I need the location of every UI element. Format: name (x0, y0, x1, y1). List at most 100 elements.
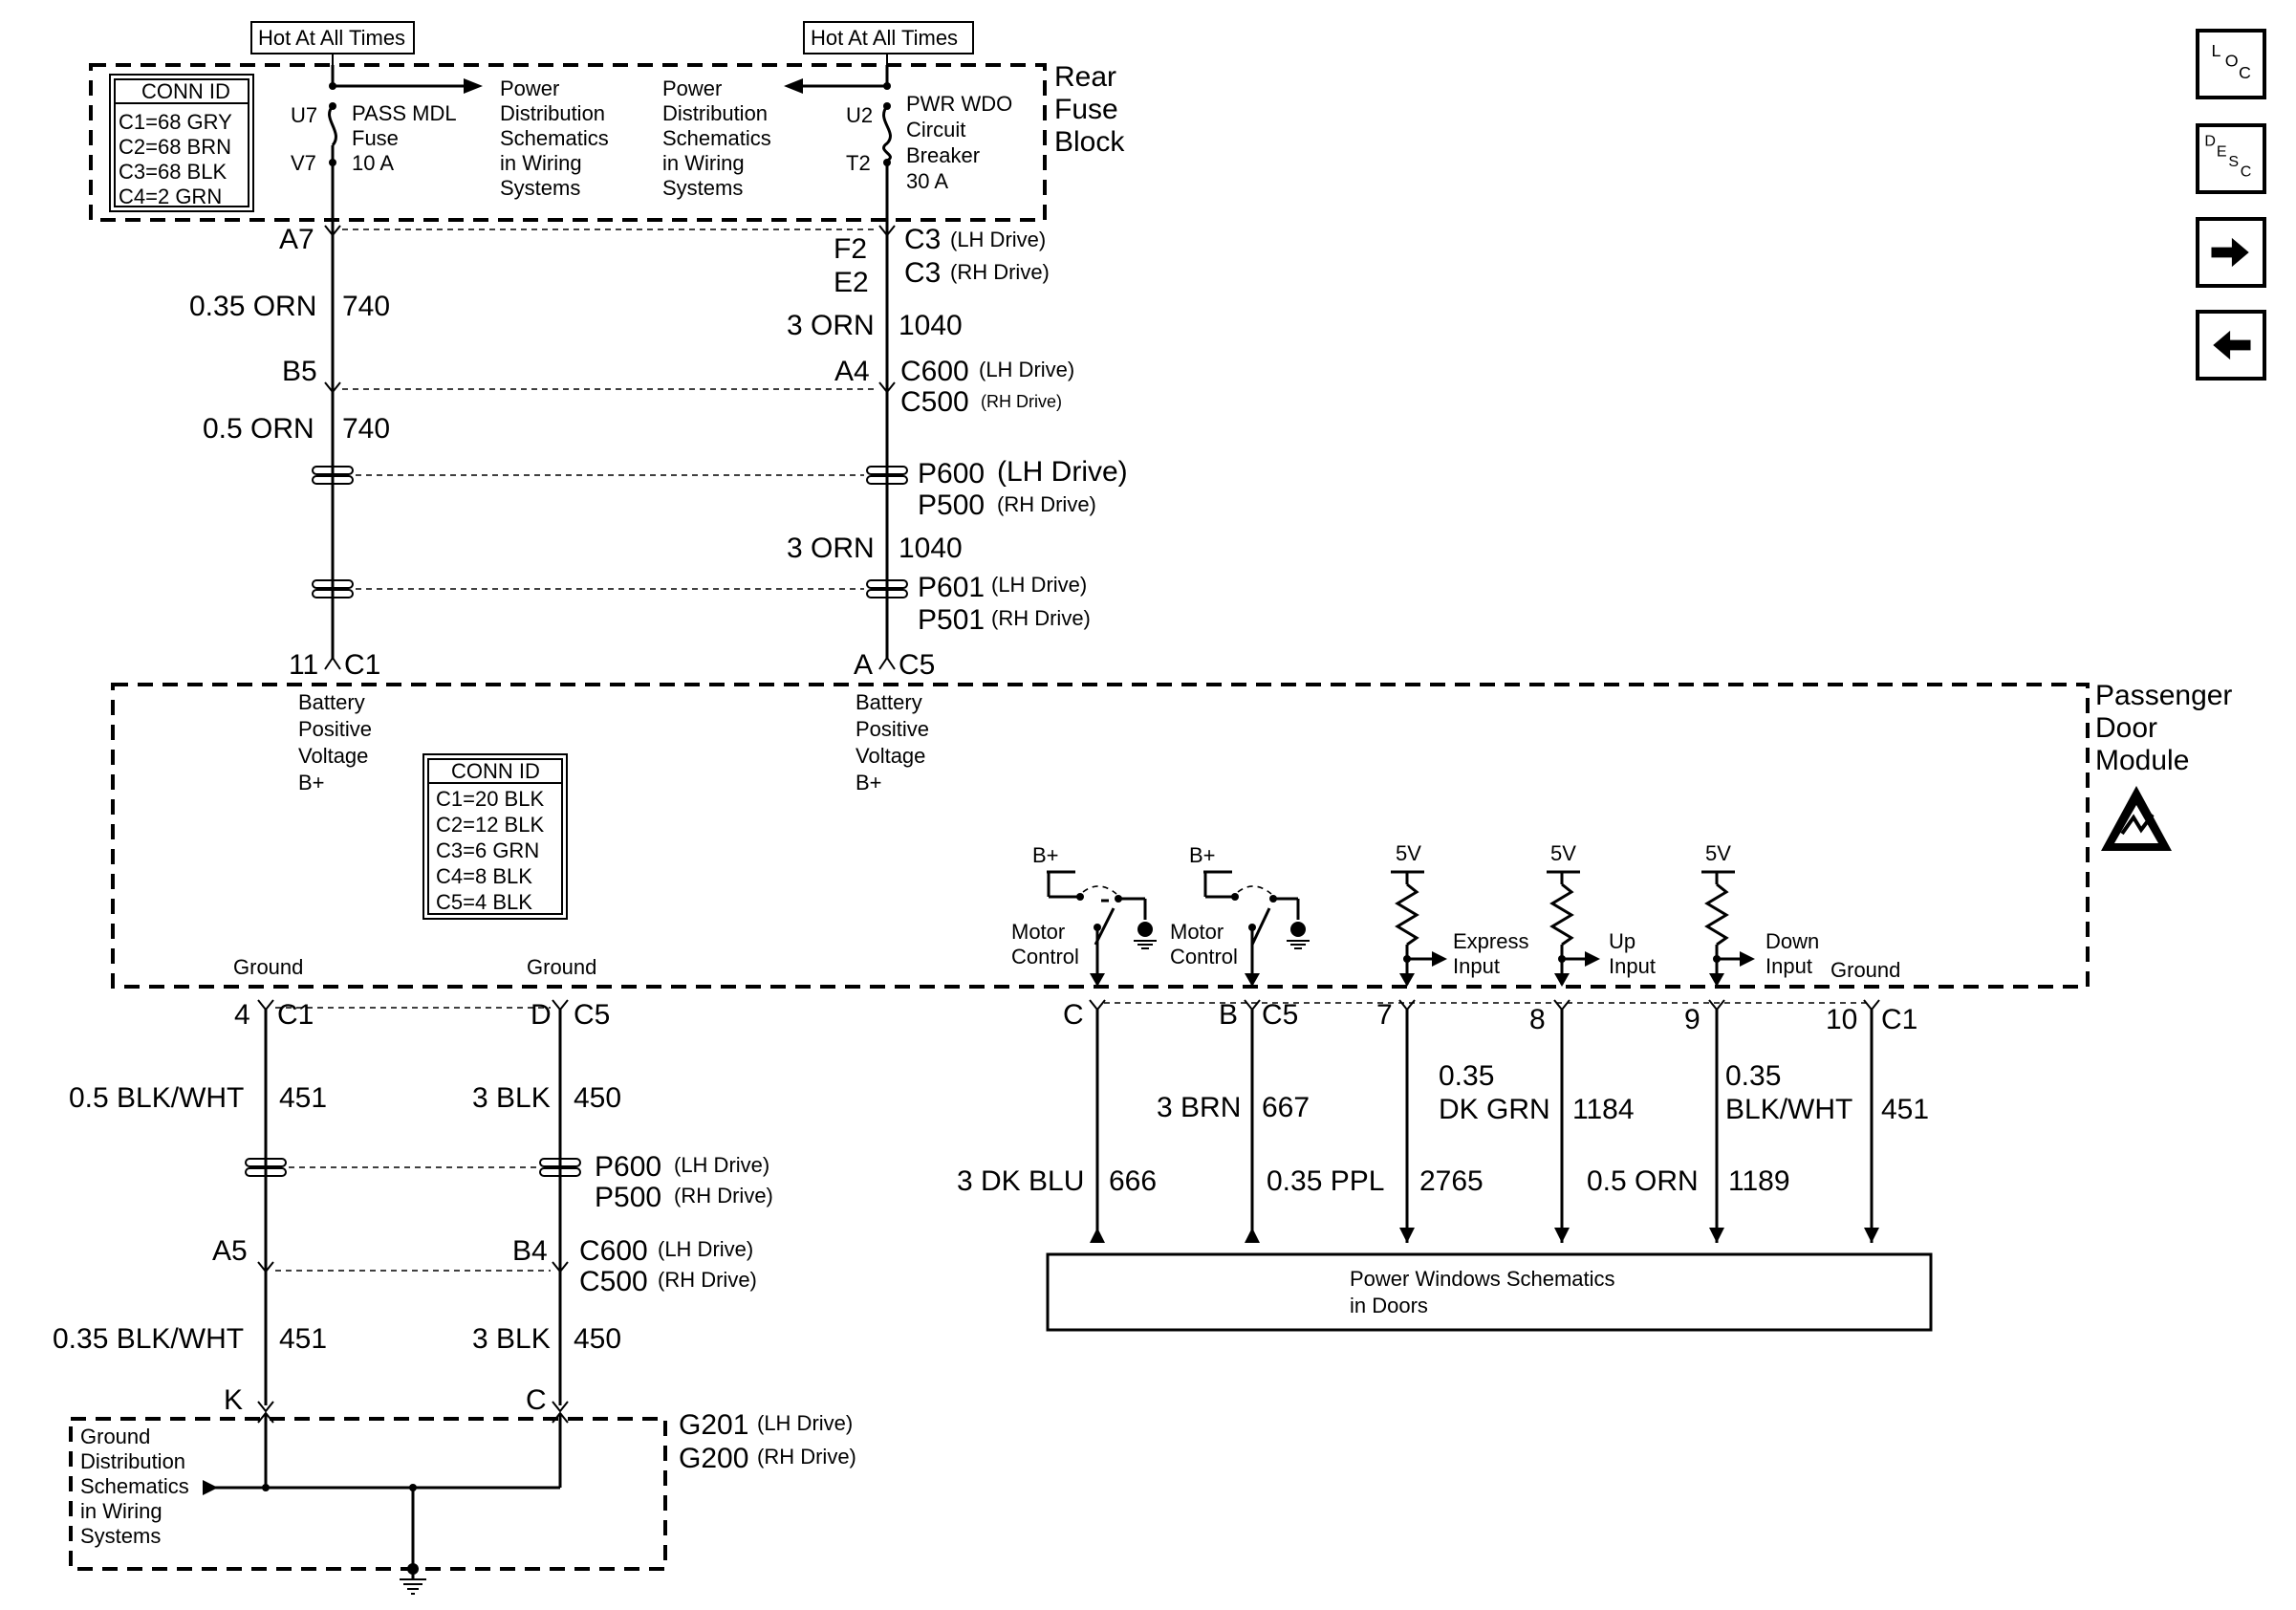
pass-through-p501-note: (RH Drive) (991, 606, 1091, 630)
pass-through-p601-note: (LH Drive) (991, 573, 1087, 597)
svg-text:CONN ID: CONN ID (451, 759, 540, 783)
cb-pin-t2: T2 (846, 151, 871, 175)
loc-icon: L O C (2211, 41, 2251, 82)
conn-id-table-module: CONN ID C1=20 BLK C2=12 BLK C3=6 GRN C4=… (422, 753, 568, 920)
location-button[interactable]: L O C (2196, 29, 2266, 99)
pass-through-p601-label: P601 (918, 572, 985, 603)
ground-distribution-label: Ground Distribution Schematics in Wiring… (80, 1425, 195, 1548)
wire-451c-circuit: 451 (1881, 1094, 1929, 1125)
connector-c500-lower: C500 (579, 1266, 648, 1297)
svg-text:C3=6 GRN: C3=6 GRN (436, 838, 539, 862)
svg-text:C3=68 BLK: C3=68 BLK (119, 160, 227, 184)
pin-c: C (1063, 999, 1084, 1031)
wire-1184-gauge: 0.35 DK GRN (1439, 1060, 1550, 1125)
connector-c600: C600 (900, 356, 969, 387)
pass-through-p500b-note: (RH Drive) (674, 1184, 773, 1208)
wire-2765-circuit: 2765 (1419, 1165, 1484, 1197)
connector-c1-bottom: C1 (1881, 1004, 1917, 1035)
connector-c3-lh: C3 (904, 224, 941, 255)
five-volt-1: 5V (1396, 841, 1421, 865)
ground-g200-label: G200 (679, 1443, 748, 1474)
next-button[interactable] (2196, 217, 2266, 288)
connector-c3-rh: C3 (904, 257, 941, 289)
pin-a5: A5 (212, 1235, 248, 1267)
pin-f2: F2 (834, 233, 867, 265)
express-input-label: Express Input (1453, 929, 1535, 978)
svg-text:S: S (2228, 153, 2239, 170)
pass-through-p601 (312, 579, 908, 598)
pin-a7: A7 (279, 224, 314, 255)
up-input-label: Up Input (1609, 929, 1656, 978)
wire-450b-circuit: 450 (574, 1323, 621, 1355)
ground-symbol-icon (400, 1578, 426, 1595)
connector-c500-note: (RH Drive) (981, 392, 1062, 411)
pin-e2: E2 (834, 267, 869, 298)
svg-text:L: L (2211, 41, 2220, 60)
ground-label-3: Ground (1830, 958, 1900, 982)
down-input-label: Down Input (1765, 929, 1825, 978)
ground-label-2: Ground (527, 955, 596, 979)
wire-740-gauge: 0.35 ORN (189, 291, 316, 322)
power-distribution-ref-left: Power Distribution Schematics in Wiring … (500, 76, 615, 200)
pin-b5: B5 (282, 356, 317, 387)
svg-text:C4=2 GRN: C4=2 GRN (119, 185, 222, 208)
b-plus-1: B+ (1032, 843, 1059, 867)
hot-at-all-times-left: Hot At All Times (258, 26, 405, 50)
arrow-right-icon (2211, 237, 2249, 268)
ground-g201-label: G201 (679, 1409, 748, 1441)
svg-text:CONN ID: CONN ID (141, 79, 230, 103)
description-button[interactable]: D E S C (2196, 123, 2266, 194)
pin-7: 7 (1376, 999, 1393, 1031)
svg-text:C2=12 BLK: C2=12 BLK (436, 813, 544, 837)
wire-450a-gauge: 3 BLK (472, 1082, 551, 1114)
express-input-pullup (1391, 870, 1447, 987)
conn-id-table-top: CONN ID C1=68 GRY C2=68 BRN C3=68 BLK C4… (109, 74, 254, 212)
down-input-pullup (1701, 870, 1755, 987)
ground-g200-note: (RH Drive) (757, 1445, 856, 1469)
wire-451c-gauge: 0.35 BLK/WHT (1725, 1060, 1852, 1125)
pass-through-p500b-label: P500 (595, 1182, 661, 1213)
wire-1040b-circuit: 1040 (899, 533, 963, 564)
pass-through-p600b-note: (LH Drive) (674, 1153, 769, 1177)
wire-450b-gauge: 3 BLK (472, 1323, 551, 1355)
wire-1040-circuit: 1040 (899, 310, 963, 341)
wire-667-gauge: 3 BRN (1157, 1092, 1241, 1123)
wire-2765-gauge: 0.35 PPL (1267, 1165, 1384, 1197)
wire-666-gauge: 3 DK BLU (957, 1165, 1084, 1197)
pass-through-p500-label: P500 (918, 490, 985, 521)
power-distribution-ref-right: Power Distribution Schematics in Wiring … (662, 76, 777, 200)
pin-b: B (1219, 999, 1238, 1031)
pass-through-p600-lower (245, 1158, 581, 1177)
pin-a4: A4 (834, 356, 870, 387)
up-input-pullup (1547, 870, 1600, 987)
svg-text:D: D (2204, 133, 2216, 150)
wire-1040-gauge: 3 ORN (787, 310, 875, 341)
ground-bus (203, 1411, 569, 1579)
pwr-wdo-circuit-breaker (784, 65, 892, 226)
desc-icon: D E S C (2204, 133, 2251, 181)
fuse-pin-v7: V7 (291, 151, 316, 175)
wire-667-circuit: 667 (1262, 1092, 1310, 1123)
cb-pin-u2: U2 (846, 103, 873, 127)
battery-positive-voltage-left: Battery Positive Voltage B+ (298, 690, 378, 794)
wire-1189-gauge: 0.5 ORN (1587, 1165, 1699, 1197)
rear-fuse-block-outline (89, 63, 1047, 222)
pass-mdl-fuse-label: PASS MDL Fuse 10 A (352, 101, 462, 175)
arrow-left-icon (2213, 330, 2251, 360)
wire-740b-circuit: 740 (342, 413, 390, 445)
svg-text:E: E (2217, 142, 2227, 160)
svg-text:C4=8 BLK: C4=8 BLK (436, 864, 532, 888)
wire-1184-circuit: 1184 (1572, 1094, 1635, 1125)
previous-button[interactable] (2196, 310, 2266, 381)
ground-g201-note: (LH Drive) (757, 1411, 853, 1435)
fuse-pin-u7: U7 (291, 103, 317, 127)
connector-c3-lh-note: (LH Drive) (950, 228, 1046, 251)
pin-a-top: A (854, 649, 873, 681)
pin-8: 8 (1529, 1004, 1546, 1035)
pwr-wdo-breaker-label: PWR WDO Circuit Breaker 30 A (906, 92, 1018, 193)
motor-control-switch-2 (1203, 870, 1310, 987)
pin-k: K (224, 1384, 243, 1416)
five-volt-2: 5V (1550, 841, 1576, 865)
svg-text:C: C (2239, 63, 2251, 82)
svg-text:C1=68 GRY: C1=68 GRY (119, 110, 232, 134)
